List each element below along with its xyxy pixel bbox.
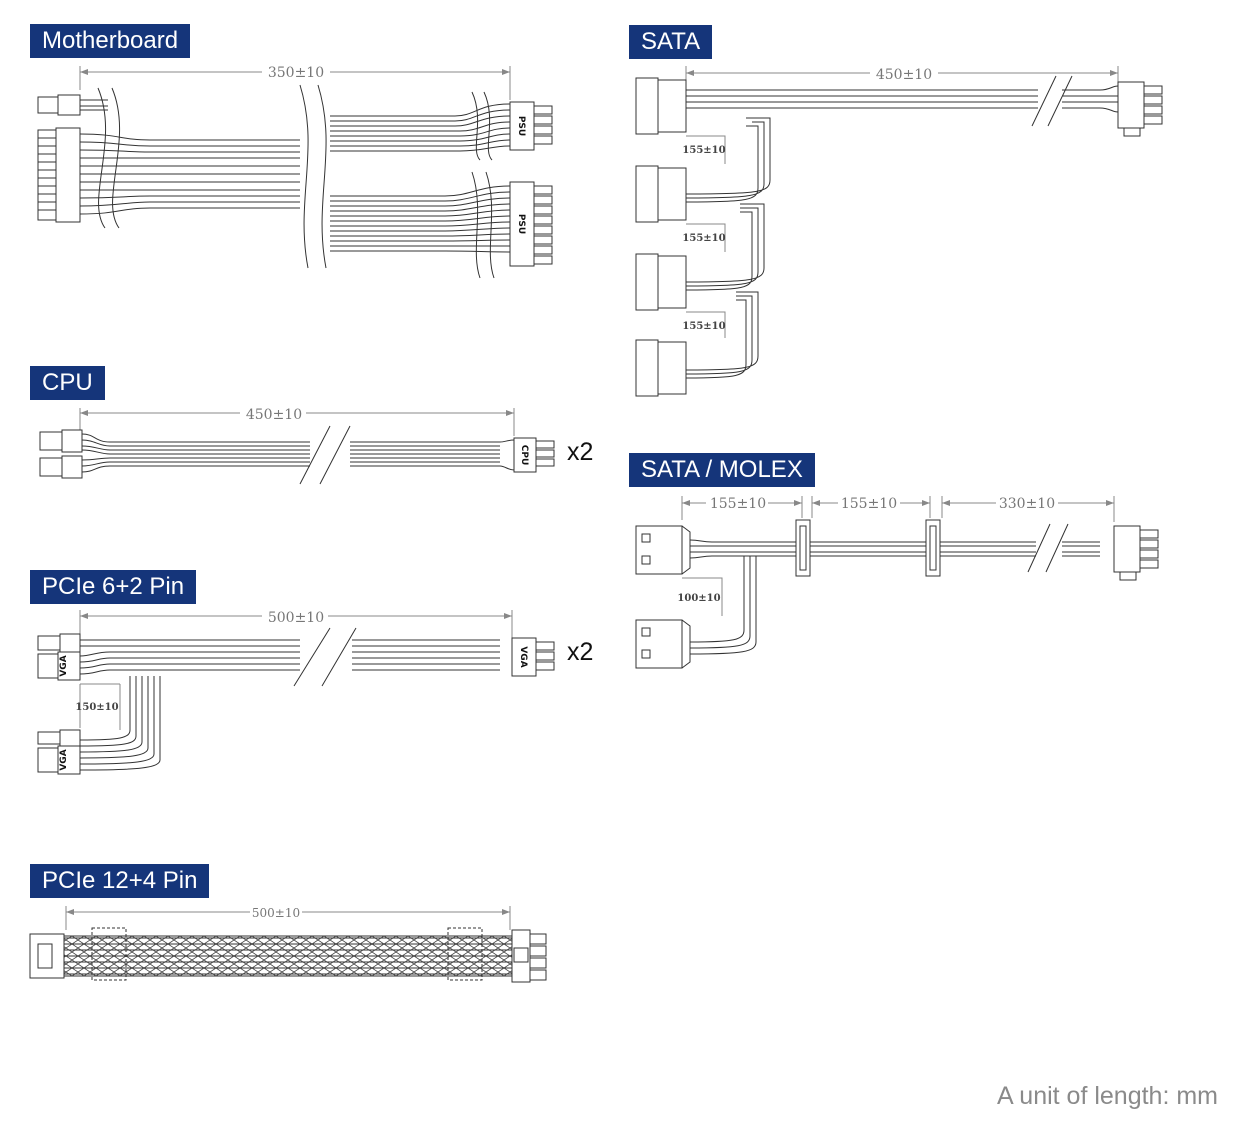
pcie-12-4-length: 500±10: [252, 906, 300, 920]
vga-connector-label-2: VGA: [518, 646, 528, 667]
motherboard-length: 350±10: [268, 65, 324, 81]
pcie-6-2-multiplier: x2: [567, 638, 594, 666]
cpu-title: CPU: [30, 366, 105, 400]
sata-molex-length-3: 330±10: [999, 496, 1055, 512]
sata-length: 450±10: [876, 67, 932, 83]
sata-molex-branch-length: 100±10: [677, 593, 720, 604]
psu-connector-label-1: PSU: [516, 116, 526, 136]
motherboard-title: Motherboard: [30, 24, 191, 58]
sata-molex-length-1: 155±10: [710, 496, 766, 512]
unit-footnote: A unit of length: mm: [997, 1082, 1218, 1110]
cpu-length: 450±10: [246, 407, 302, 423]
sata-molex-cable: [635, 495, 1159, 669]
pcie-6-2-cable: [37, 608, 555, 775]
cpu-connector-label: CPU: [519, 445, 529, 466]
pcie-6-2-branch-length: 150±10: [75, 702, 118, 713]
vga-connector-label-1: VGA: [59, 655, 69, 676]
pcie-12-4-cable: [29, 904, 547, 983]
pcie-6-2-length: 500±10: [268, 610, 324, 626]
sata-branch-length-3: 155±10: [682, 321, 725, 332]
sata-title: SATA: [629, 25, 713, 59]
sata-molex-length-2: 155±10: [841, 496, 897, 512]
cpu-multiplier: x2: [567, 438, 594, 466]
pcie-12-4-title: PCIe 12+4 Pin: [30, 864, 210, 898]
pcie-6-2-title: PCIe 6+2 Pin: [30, 570, 197, 604]
vga-connector-label-3: VGA: [59, 749, 69, 770]
sata-branch-length-1: 155±10: [682, 145, 725, 156]
cpu-cable: [39, 405, 555, 485]
motherboard-cable: [37, 63, 553, 279]
psu-connector-label-2: PSU: [516, 214, 526, 234]
sata-molex-title: SATA / MOLEX: [629, 453, 815, 487]
sata-branch-length-2: 155±10: [682, 233, 725, 244]
sata-cable: [635, 65, 1163, 397]
